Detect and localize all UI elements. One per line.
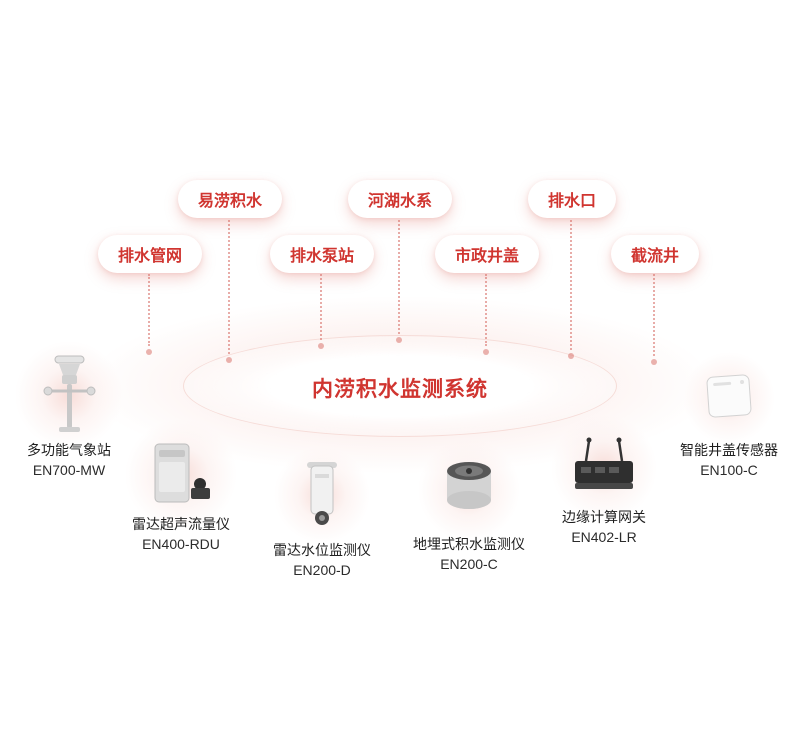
- device-label: 雷达水位监测仪 EN200-D: [273, 540, 371, 580]
- device-name: 雷达水位监测仪: [273, 542, 371, 558]
- device-model: EN700-MW: [32, 462, 106, 478]
- device-label: 多功能气象站 EN700-MW: [27, 440, 111, 480]
- device-label: 地埋式积水监测仪 EN200-C: [413, 534, 525, 574]
- connector-dotted-line: [396, 220, 402, 343]
- tag-flood-prone-water: 易涝积水: [177, 180, 283, 218]
- tag-pump-station: 排水泵站: [269, 235, 375, 273]
- connector-dotted-line: [651, 274, 657, 365]
- tag-drainage-network: 排水管网: [97, 235, 203, 273]
- device-name: 多功能气象站: [27, 442, 111, 458]
- device-name: 智能井盖传感器: [680, 442, 778, 458]
- device-name: 雷达超声流量仪: [132, 516, 230, 532]
- device-model: EN200-C: [440, 556, 498, 572]
- tag-drain-outlet: 排水口: [527, 180, 617, 218]
- connector-dotted-line: [318, 274, 324, 349]
- water-level-monitor-icon: [299, 460, 345, 528]
- device-name: 边缘计算网关: [562, 509, 646, 525]
- device-label: 雷达超声流量仪 EN400-RDU: [132, 514, 230, 554]
- device-model: EN200-D: [293, 562, 351, 578]
- manhole-cover-sensor-icon: [700, 368, 758, 426]
- device-label: 边缘计算网关 EN402-LR: [562, 507, 646, 547]
- buried-water-sensor-icon: [440, 456, 498, 518]
- tag-municipal-manhole: 市政井盖: [434, 235, 540, 273]
- tag-intercepting-well: 截流井: [610, 235, 700, 273]
- flow-meter-icon: [145, 440, 217, 510]
- edge-gateway-icon: [567, 434, 641, 500]
- weather-station-icon: [29, 350, 109, 436]
- connector-dotted-line: [226, 220, 232, 363]
- device-model: EN100-C: [700, 462, 758, 478]
- connector-dotted-line: [483, 274, 489, 355]
- center-ellipse: [183, 335, 617, 437]
- device-model: EN402-LR: [571, 529, 637, 545]
- connector-dotted-line: [146, 274, 152, 355]
- device-name: 地埋式积水监测仪: [413, 536, 525, 552]
- device-model: EN400-RDU: [142, 536, 220, 552]
- tag-river-lake-system: 河湖水系: [347, 180, 453, 218]
- connector-dotted-line: [568, 220, 574, 359]
- device-label: 智能井盖传感器 EN100-C: [680, 440, 778, 480]
- system-title: 内涝积水监测系统: [312, 378, 488, 401]
